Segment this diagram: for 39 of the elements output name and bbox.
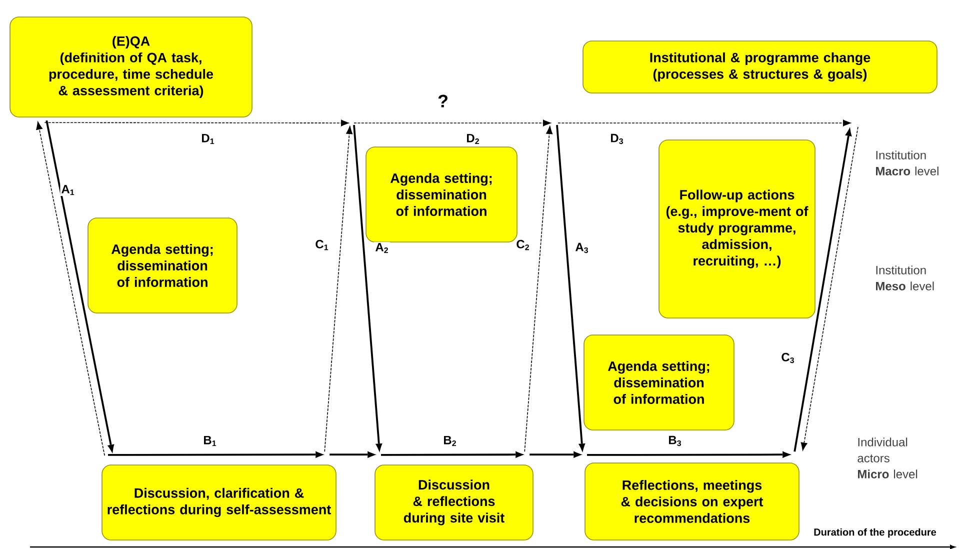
edge-label: A$_{2}$ [374, 242, 390, 254]
text-box: Agenda setting; dissemination of information [366, 146, 518, 242]
level-label: Institution Meso level [876, 266, 934, 290]
edge-label: B$_{3}$ [667, 434, 683, 448]
arrow [330, 451, 377, 458]
text-box: Discussion, clarification & reflections during self-assessment [102, 464, 336, 540]
level-label: Institution Macro level [876, 150, 938, 176]
edge-label: C$_{2}$ [515, 238, 531, 252]
arrow [44, 119, 350, 126]
text-box: Agenda setting; dissemination of information [584, 334, 734, 430]
text-box: Agenda setting; dissemination of information [88, 218, 238, 314]
text-box: Institutional & programme change (processes & structures & goals) [582, 40, 938, 94]
arrow [524, 125, 553, 452]
text-box: Reflections, meetings & decisions on expert recommendations [584, 462, 800, 540]
arrow [556, 124, 586, 453]
level-label: Individual actors Micro level [858, 438, 918, 478]
text-box: Follow-up actions (e.g., improve-ment of study programme, admission, recruiting, …) [658, 140, 816, 318]
edge-label: C$_{1}$ [314, 238, 330, 252]
arrow [46, 120, 114, 454]
arrow [353, 124, 382, 453]
edge-label: D$_{1}$ [200, 132, 216, 146]
arrow [381, 451, 525, 458]
edge-label: B$_{1}$ [202, 434, 218, 448]
text-box: (E)QA (definition of QA task, procedure, time schedule & assessment criteria) [10, 16, 252, 118]
arrow [530, 451, 583, 458]
arrow [587, 451, 792, 458]
text-box: Discussion & reflections during site visit [374, 464, 534, 540]
edge-label: A$_{1}$ [60, 184, 76, 196]
arrow [800, 126, 858, 452]
arrow [108, 451, 325, 458]
edge-label: C$_{3}$ [780, 352, 796, 364]
axis-label: Duration of the procedure [814, 528, 936, 538]
arrow-label: D$_{3}$ [611, 134, 624, 144]
arrow [36, 120, 105, 456]
edge-label: B$_{2}$ [442, 434, 458, 448]
question-mark: ? [438, 94, 448, 108]
edge-label: A$_{3}$ [574, 242, 590, 254]
arrow [324, 125, 353, 452]
arrow [794, 127, 852, 452]
